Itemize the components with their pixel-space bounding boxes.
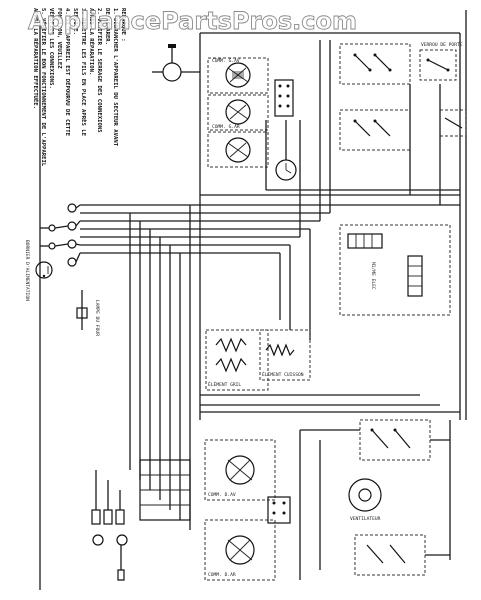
door-lock-switch: VERROU DE PORTE [419, 42, 463, 81]
note-line-9: VÉRIFIER LES CONNEXIONS. [48, 8, 56, 89]
note-line-11: APRÈS LA RÉPARATION EFFECTUÉE. [32, 8, 40, 109]
note-line-5: 3. REMETTRE LES FILS EN PLACE APRÈS LE [80, 8, 88, 136]
bake-element-label: ÉLÉMENT CUISSON [262, 370, 304, 378]
trunk-lines [129, 33, 461, 530]
fan-label: VENTILATEUR [350, 516, 381, 522]
surface-switch-lf: COMM. G.AV [207, 57, 269, 94]
lf-switch-label: COMM. G.AV [212, 58, 240, 64]
lower-right-wires [299, 420, 451, 580]
top-timer [152, 44, 200, 82]
bottom-left-components [91, 470, 128, 581]
oven-light-label: LAMPE DU FOUR [94, 300, 100, 336]
relay-upper-right [339, 43, 411, 85]
bus-lines [80, 189, 460, 254]
bake-element: ÉLÉMENT CUISSON [259, 329, 311, 381]
note-line-4: APRÈS LA RÉPARATION. [88, 8, 96, 75]
note-line-8: FONCTION, VEUILLEZ [56, 8, 62, 69]
note-line-6: SERVICE. [72, 8, 78, 35]
clock [275, 120, 297, 181]
note-line-0: REMARQUE : [120, 8, 126, 42]
note-line-10: 5. VÉRIFIER LE BON FONCTIONNEMENT DE L'A… [40, 8, 48, 167]
rf-switch-label: COMM. D.AV [208, 492, 236, 498]
note-line-7: 4. SI L'APPAREIL EST DÉPOURVU DE CETTE [64, 8, 72, 136]
power-terminal-block: BORNIER D'ALIMENTATION [24, 203, 81, 301]
lower-left-connectors [139, 459, 291, 524]
surface-switch-rr: COMM. D.AR [204, 519, 276, 581]
fan-motor: VENTILATEUR [348, 478, 382, 522]
relay-mid-right [339, 109, 411, 151]
control-board-label: M1/ME ELEC [370, 262, 376, 290]
surface-switch-lr: COMM. G.AR [207, 94, 269, 131]
oven-light: LAMPE DU FOUR [76, 290, 100, 336]
terminal-strip-top [274, 79, 294, 117]
relay-bottom-right [354, 534, 426, 576]
relay-lower-right [359, 419, 431, 461]
broil-element: ÉLÉMENT GRIL [205, 329, 269, 391]
lr-switch-label: COMM. G.AR [212, 124, 240, 130]
rr-switch-label: COMM. D.AR [208, 572, 236, 578]
frame-lines [39, 10, 467, 590]
service-notes-block: REMARQUE : 1. DÉBRANCHER L'APPAREIL DU S… [32, 8, 126, 167]
control-board: M1/ME ELEC [339, 224, 451, 316]
power-plug [35, 261, 53, 279]
terminal-block-label: BORNIER D'ALIMENTATION [24, 240, 30, 301]
mid-horizontal-wires [200, 394, 460, 413]
door-lock-label: VERROU DE PORTE [421, 42, 463, 48]
surface-switch-rf: COMM. D.AV [204, 439, 276, 501]
note-line-2: DE RÉPARER. [104, 8, 112, 45]
note-line-1: 1. DÉBRANCHER L'APPAREIL DU SECTEUR AVAN… [112, 8, 120, 147]
oven-light-switch [439, 109, 467, 137]
surface-switch-lrb [207, 131, 269, 168]
note-line-3: 2. VÉRIFIER LE SERRAGE DES CONNEXIONS [96, 8, 104, 133]
watermark: AppliancePartsPros.com [28, 7, 357, 35]
broil-element-label: ÉLÉMENT GRIL [208, 380, 241, 388]
